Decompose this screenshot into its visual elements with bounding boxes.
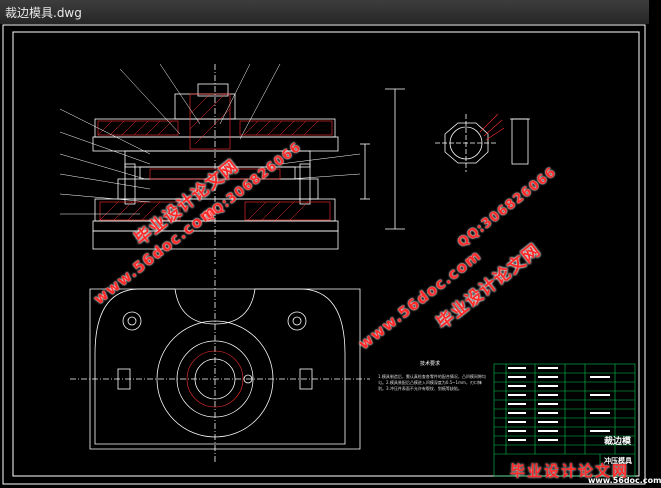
- outer-frame: [2, 24, 646, 485]
- leader-lines: [59, 63, 361, 215]
- title-block: [493, 363, 636, 477]
- technical-notes-title: 技术要求: [420, 361, 441, 367]
- plan-view: [70, 269, 370, 464]
- footer-site-cn: 毕业设计论文网: [510, 462, 630, 480]
- title-block-cells: [508, 367, 610, 441]
- footer-url: www.56doc.com: [588, 476, 661, 485]
- plan-hatch: [186, 350, 244, 408]
- technical-notes-body: 1.模具制造后，需认真检查各零件的配合情况，凸凹模间隙均匀。2.模具装配后凸模进…: [378, 374, 486, 391]
- footer-watermark: 毕业设计论文网 www.56doc.com: [488, 458, 661, 488]
- cad-drawing: [2, 24, 646, 485]
- window-title: 裁边模具.dwg: [5, 6, 82, 20]
- inner-frame: [12, 31, 640, 477]
- section-view: [92, 64, 405, 264]
- title-block-name: 裁边模: [604, 437, 632, 447]
- detail-leaders: [479, 113, 505, 141]
- title-block-unit: 冲压模具: [604, 457, 632, 465]
- drawing-canvas[interactable]: 技术要求 1.模具制造后，需认真检查各零件的配合情况，凸凹模间隙均匀。2.模具装…: [0, 24, 649, 488]
- window-titlebar: 裁边模具.dwg: [0, 0, 649, 25]
- hatch-lines: [97, 93, 319, 221]
- detail-view: [435, 114, 530, 172]
